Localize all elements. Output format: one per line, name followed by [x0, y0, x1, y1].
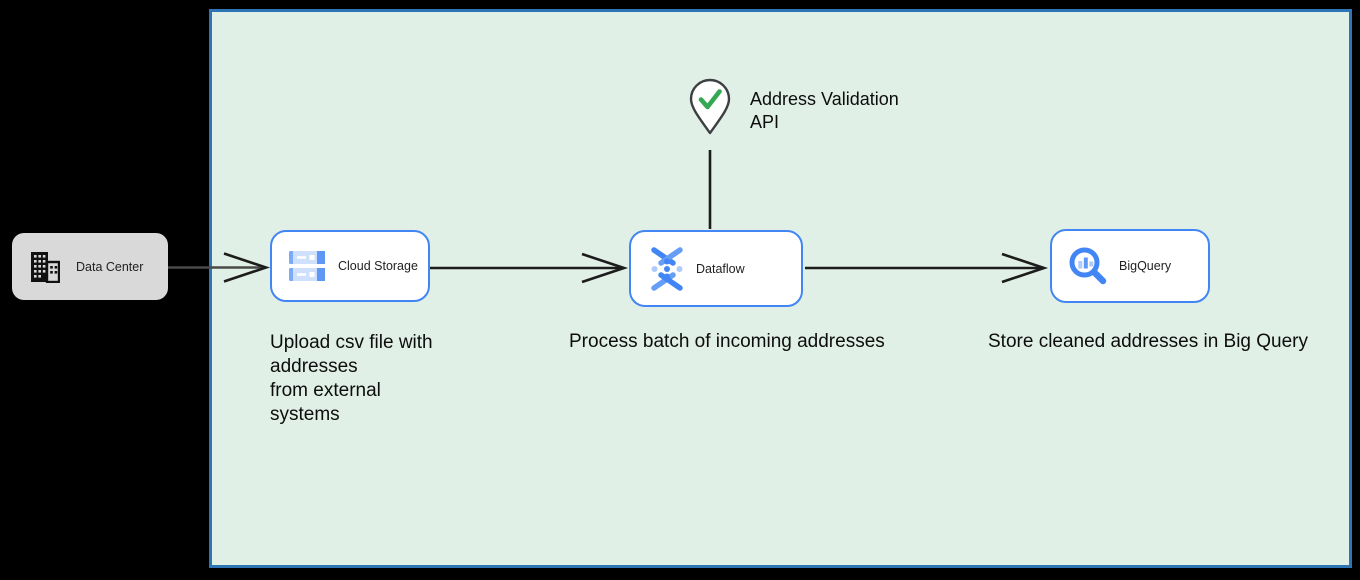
- node-label-data-center: Data Center: [76, 259, 144, 274]
- office-building-icon: [31, 251, 60, 283]
- node-cloud-storage[interactable]: Cloud Storage: [270, 230, 430, 302]
- address-validation-label: Address Validation API: [750, 89, 899, 132]
- bigquery-icon: [1069, 247, 1107, 285]
- dataflow-icon: [651, 246, 683, 291]
- caption-cloud-storage: Upload csv file with addresses from exte…: [270, 332, 433, 425]
- location-pin-check-icon: [688, 78, 732, 136]
- cloud-storage-icon: [289, 251, 325, 281]
- caption-bigquery: Store cleaned addresses in Big Query: [988, 331, 1309, 352]
- node-label-cloud-storage: Cloud Storage: [338, 259, 418, 273]
- node-label-dataflow: Dataflow: [696, 261, 745, 276]
- node-label-bigquery: BigQuery: [1119, 259, 1172, 273]
- node-dataflow[interactable]: Dataflow: [629, 230, 803, 307]
- node-bigquery[interactable]: BigQuery: [1050, 229, 1210, 303]
- node-data-center[interactable]: Data Center: [12, 233, 168, 300]
- caption-dataflow: Process batch of incoming addresses: [569, 331, 885, 352]
